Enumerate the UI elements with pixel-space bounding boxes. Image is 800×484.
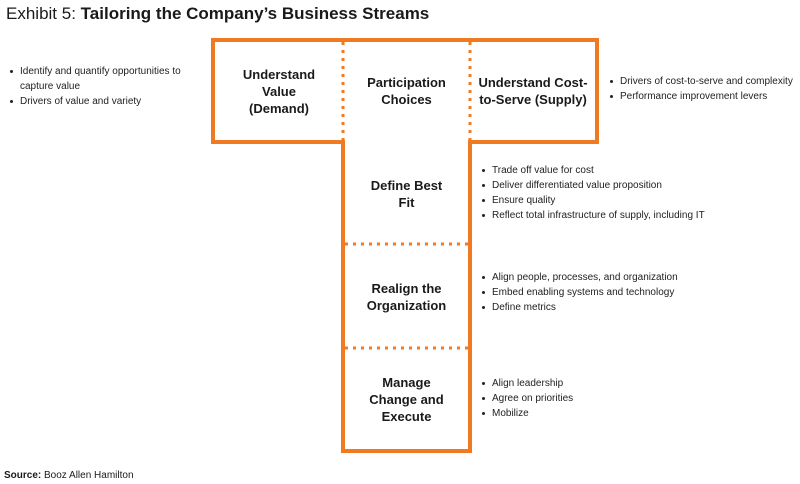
box-understand-value: Understand Value (Demand) (218, 44, 340, 138)
box-realign-organization: Realign the Organization (346, 248, 467, 346)
list-item: Embed enabling systems and technology (480, 285, 790, 300)
list-item: Identify and quantify opportunities to c… (8, 64, 198, 94)
t-outline (211, 38, 599, 453)
box-define-best-fit-label: Define Best Fit (370, 177, 443, 210)
bullets-supply: Drivers of cost-to-serve and complexity … (608, 74, 798, 104)
bullets-realign: Align people, processes, and organizatio… (480, 270, 790, 315)
box-define-best-fit: Define Best Fit (346, 145, 467, 242)
list-item: Ensure quality (480, 193, 790, 208)
exhibit-title: Exhibit 5: Tailoring the Company’s Busin… (6, 4, 429, 24)
box-understand-value-label: Understand Value (Demand) (242, 66, 316, 116)
box-manage-change: Manage Change and Execute (346, 351, 467, 448)
bullets-demand: Identify and quantify opportunities to c… (8, 64, 198, 109)
list-item: Reflect total infrastructure of supply, … (480, 208, 790, 223)
source-text: Booz Allen Hamilton (44, 470, 134, 481)
exhibit-number: Exhibit 5: (6, 4, 76, 23)
box-realign-organization-label: Realign the Organization (366, 281, 447, 313)
box-understand-cost-label: Understand Cost-to-Serve (Supply) (478, 75, 588, 107)
list-item: Trade off value for cost (480, 163, 790, 178)
box-manage-change-label: Manage Change and Execute (369, 375, 444, 424)
list-item: Align leadership (480, 376, 790, 391)
list-item: Performance improvement levers (608, 89, 798, 104)
list-item: Drivers of cost-to-serve and complexity (608, 74, 798, 89)
exhibit-heading: Tailoring the Company’s Business Streams (80, 4, 430, 23)
source-note: Source: Booz Allen Hamilton (4, 470, 134, 481)
list-item: Define metrics (480, 300, 790, 315)
box-participation-choices-label: Participation Choices (367, 75, 446, 107)
source-label: Source: (4, 470, 42, 481)
box-participation-choices: Participation Choices (346, 44, 467, 138)
list-item: Agree on priorities (480, 391, 790, 406)
list-item: Mobilize (480, 406, 790, 421)
bullets-manage: Align leadership Agree on priorities Mob… (480, 376, 790, 421)
list-item: Deliver differentiated value proposition (480, 178, 790, 193)
list-item: Align people, processes, and organizatio… (480, 270, 790, 285)
bullets-best-fit: Trade off value for cost Deliver differe… (480, 163, 790, 223)
list-item: Drivers of value and variety (8, 94, 198, 109)
box-understand-cost: Understand Cost-to-Serve (Supply) (473, 44, 593, 138)
